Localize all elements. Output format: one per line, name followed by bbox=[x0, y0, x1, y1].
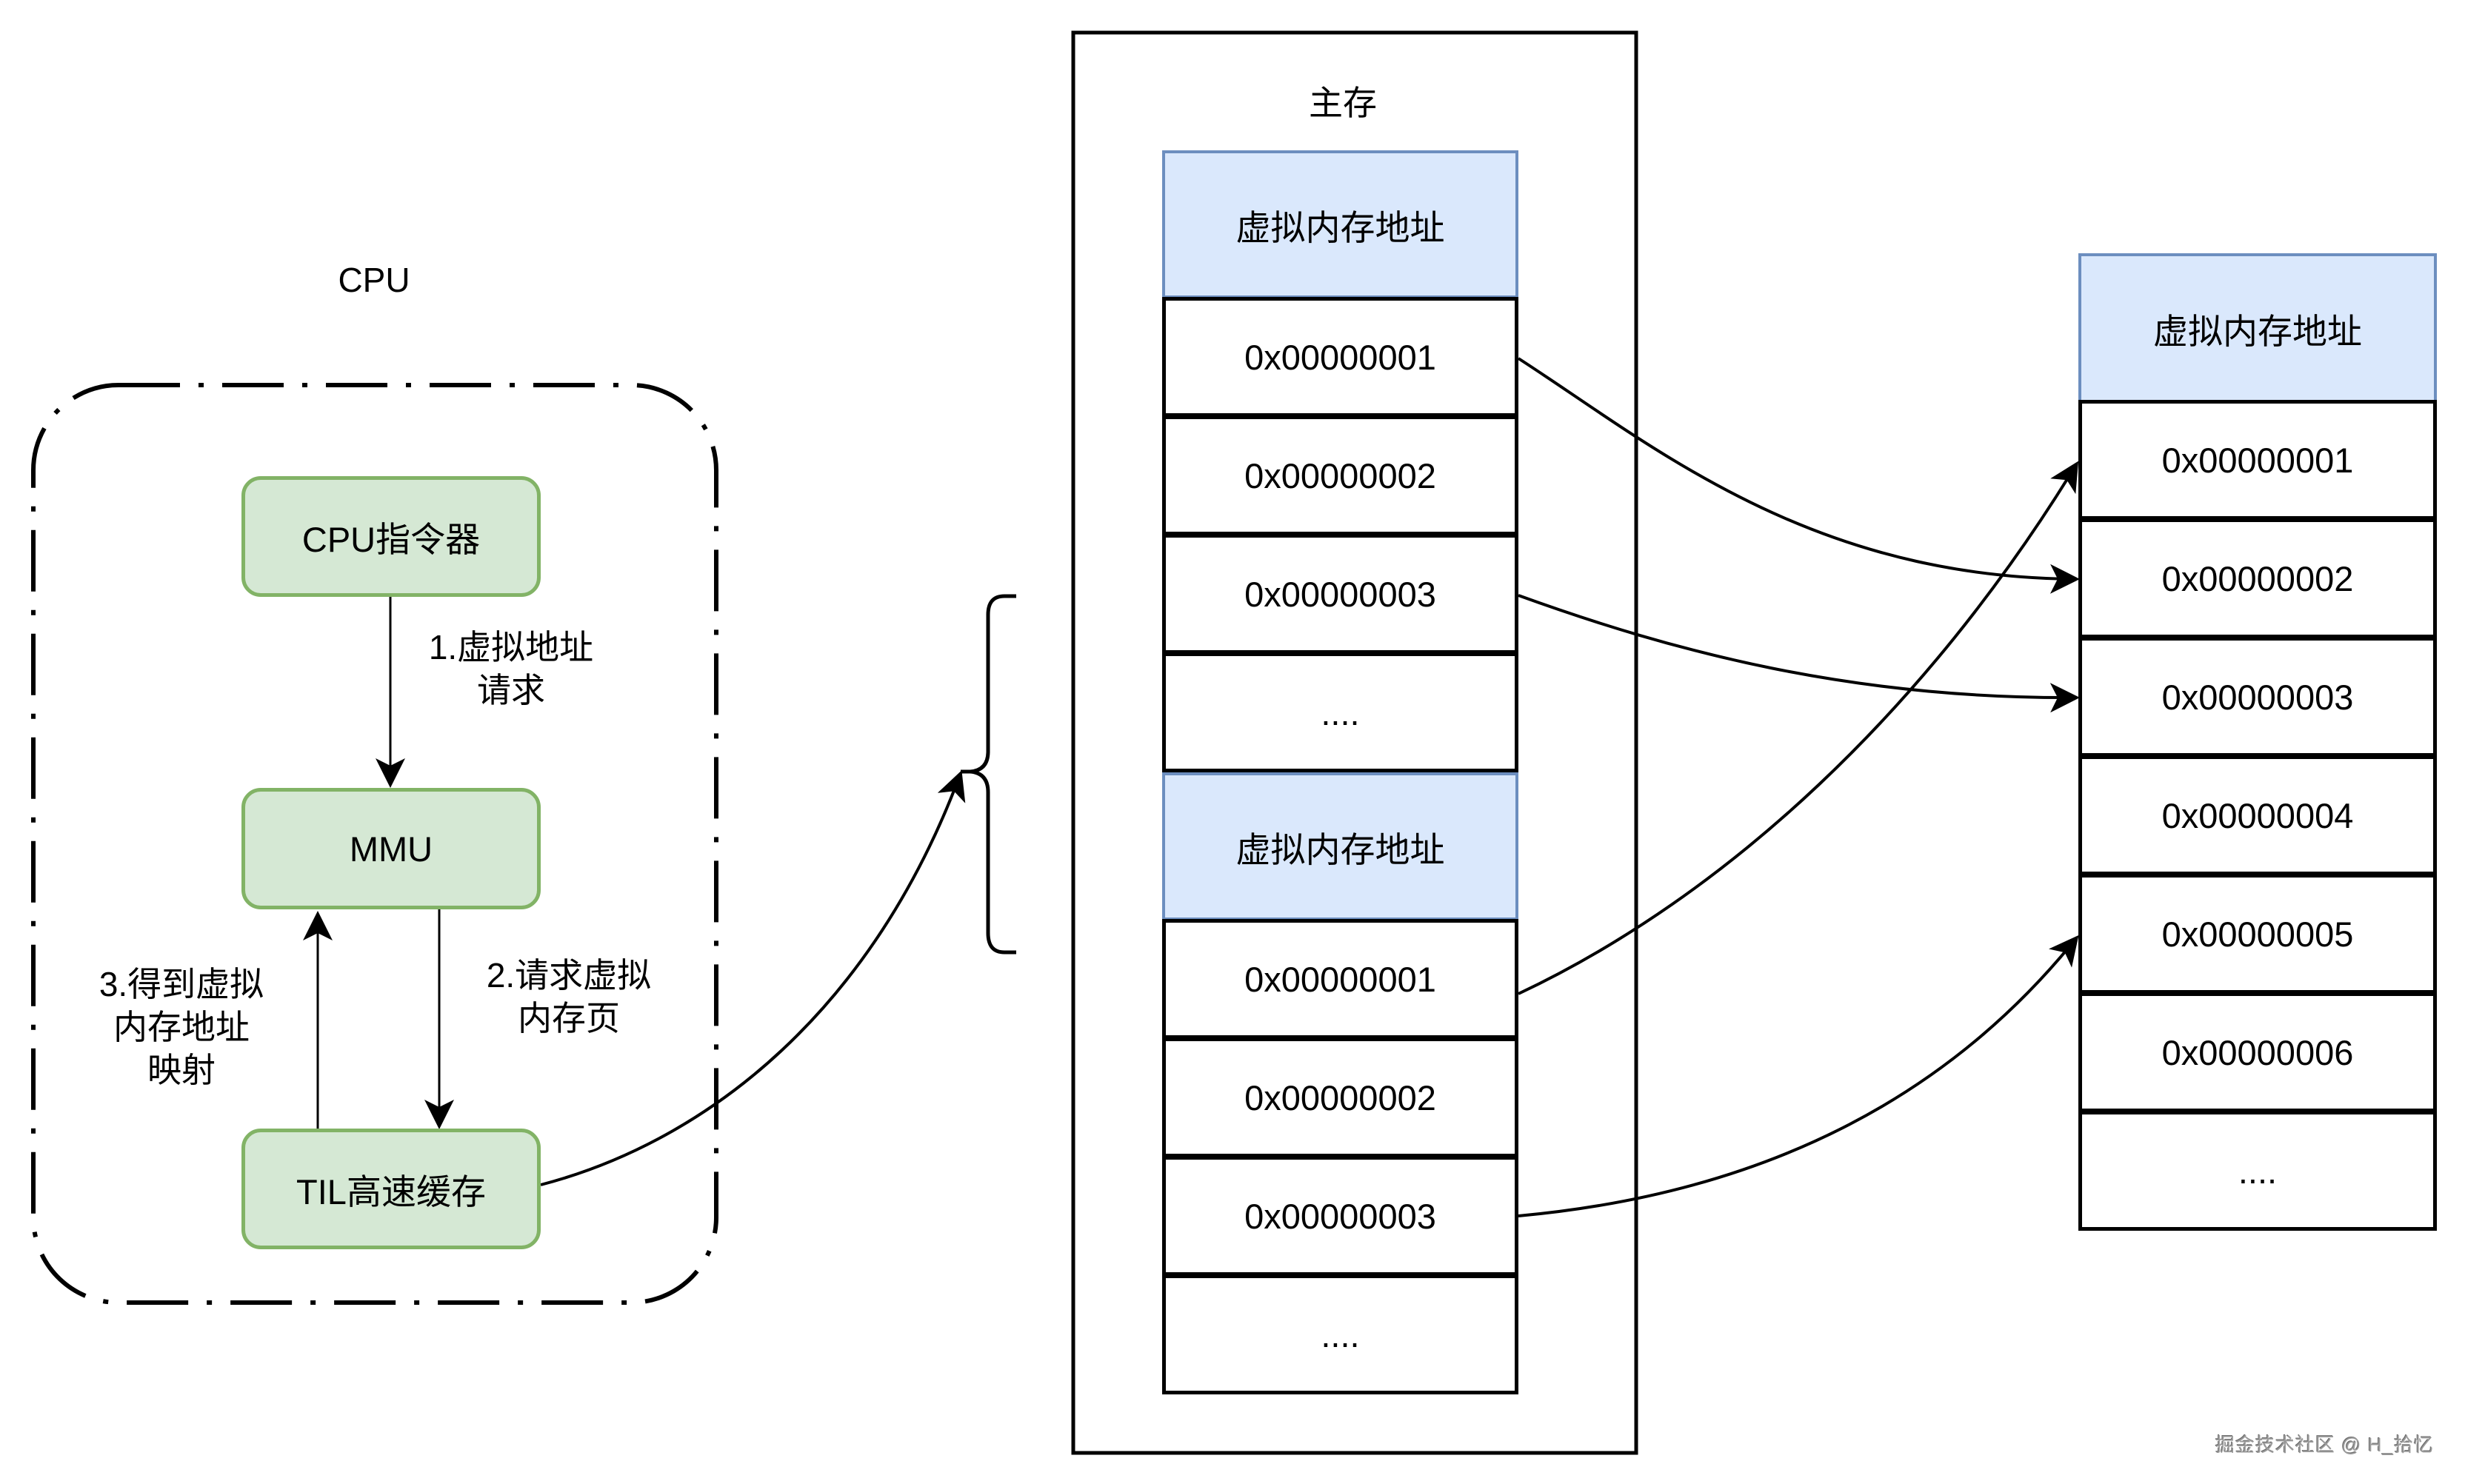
cpu-title: CPU bbox=[338, 261, 410, 299]
main-memory-title: 主存 bbox=[1309, 84, 1377, 122]
arrow-tlb-to-memory bbox=[540, 770, 966, 1186]
cpu-container-border bbox=[31, 383, 718, 1305]
tlb-box[interactable]: TIL高速缓存 bbox=[241, 1129, 541, 1249]
step1-label: 1.虚拟地址 请求 bbox=[415, 626, 607, 712]
mapping-curve-2 bbox=[1518, 594, 2080, 713]
physical-table-row: 0x00000005 bbox=[2078, 874, 2437, 994]
main-memory-group-header: 虚拟内存地址 bbox=[1162, 150, 1518, 298]
main-memory-row: 0x00000002 bbox=[1162, 1037, 1518, 1157]
mapping-curve-4 bbox=[1518, 935, 2079, 1217]
physical-table-ellipsis-row: .... bbox=[2078, 1111, 2437, 1231]
step3-line2: 内存地址 bbox=[113, 1008, 250, 1046]
brace bbox=[961, 594, 1016, 955]
step2-line2: 内存页 bbox=[518, 999, 620, 1037]
step3-label: 3.得到虚拟 内存地址 映射 bbox=[85, 963, 278, 1092]
mapping-curve-1 bbox=[1517, 357, 2080, 594]
step2-line1: 2.请求虚拟 bbox=[486, 956, 652, 995]
physical-table-row: 0x00000001 bbox=[2078, 400, 2437, 520]
step3-line1: 3.得到虚拟 bbox=[99, 965, 264, 1003]
physical-table-row: 0x00000004 bbox=[2078, 755, 2437, 875]
main-memory-ellipsis-row: .... bbox=[1162, 1274, 1518, 1394]
main-memory-row: 0x00000003 bbox=[1162, 1156, 1518, 1276]
main-memory-group-header: 虚拟内存地址 bbox=[1162, 772, 1518, 920]
step1-line1: 1.虚拟地址 bbox=[428, 628, 594, 666]
main-memory-ellipsis-row: .... bbox=[1162, 652, 1518, 772]
physical-table-row: 0x00000002 bbox=[2078, 518, 2437, 638]
main-memory-row: 0x00000003 bbox=[1162, 534, 1518, 654]
step2-label: 2.请求虚拟 内存页 bbox=[473, 954, 665, 1040]
main-memory-border bbox=[1071, 30, 1638, 1455]
main-memory-row: 0x00000001 bbox=[1162, 919, 1518, 1039]
main-memory-row: 0x00000002 bbox=[1162, 415, 1518, 535]
main-memory-row: 0x00000001 bbox=[1162, 297, 1518, 417]
physical-table-header: 虚拟内存地址 bbox=[2078, 253, 2437, 403]
cpu-instruction-label: CPU指令器 bbox=[301, 520, 481, 559]
step1-line2: 请求 bbox=[477, 671, 545, 709]
step3-line3: 映射 bbox=[147, 1051, 216, 1089]
watermark: 掘金技术社区 @ H_拾忆 bbox=[2215, 1434, 2434, 1456]
mapping-curve-3 bbox=[1518, 461, 2079, 995]
mmu-label: MMU bbox=[349, 829, 433, 869]
physical-table-row: 0x00000006 bbox=[2078, 992, 2437, 1112]
mmu-box[interactable]: MMU bbox=[241, 788, 541, 909]
cpu-instruction-box[interactable]: CPU指令器 bbox=[241, 476, 541, 597]
tlb-label: TIL高速缓存 bbox=[296, 1172, 486, 1211]
physical-table-row: 0x00000003 bbox=[2078, 637, 2437, 757]
